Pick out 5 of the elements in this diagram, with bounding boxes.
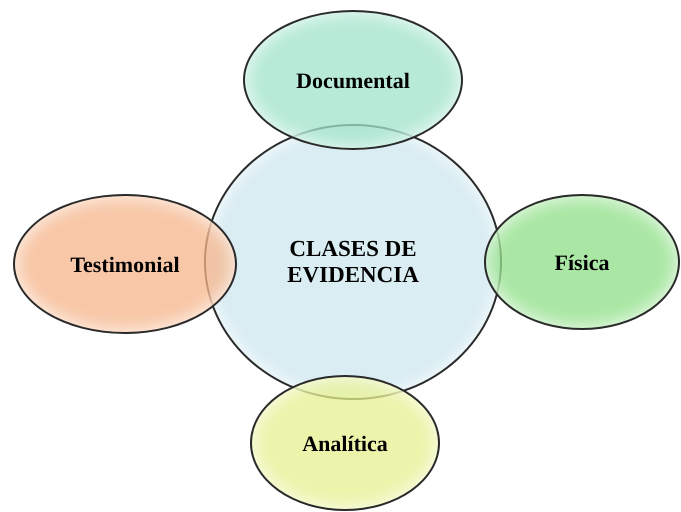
node-label: Analítica [302, 430, 388, 458]
node-label: Testimonial [70, 250, 180, 278]
node-label: Documental [296, 66, 410, 94]
node-label: CLASES DE EVIDENCIA [286, 236, 420, 288]
node-label: Física [554, 248, 610, 276]
